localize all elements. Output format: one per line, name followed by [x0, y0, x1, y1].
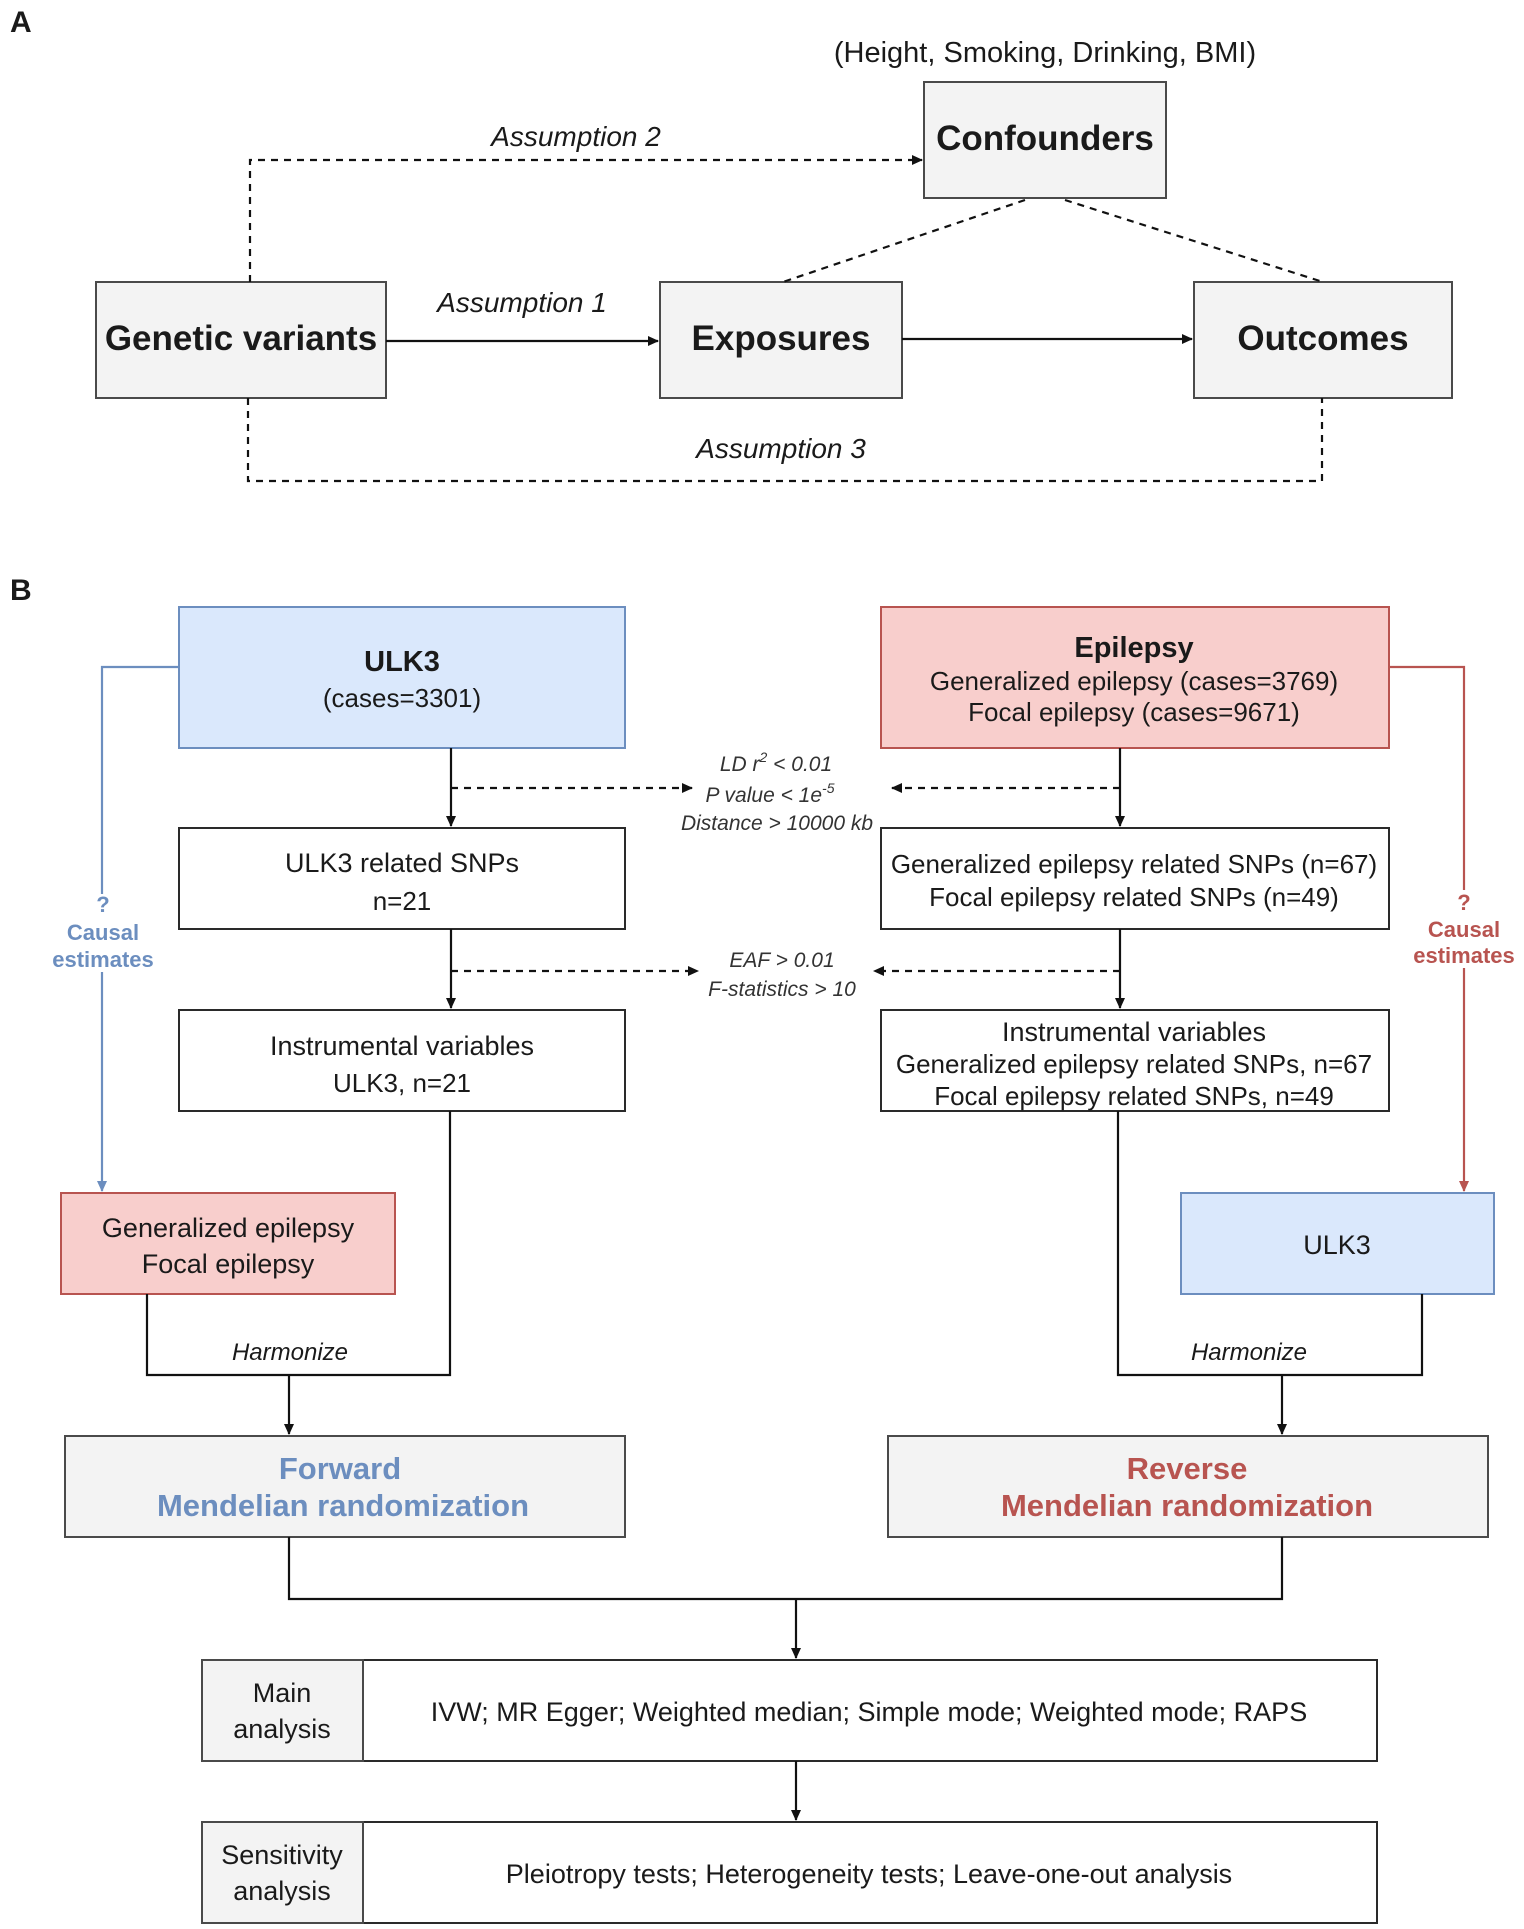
- forward-mr-line2: Mendelian randomization: [157, 1488, 529, 1523]
- epilepsy-iv-box: [880, 1009, 1390, 1112]
- harmonize-right-label: Harmonize: [1191, 1339, 1307, 1366]
- forward-mr-line1: Forward: [279, 1451, 401, 1486]
- eaf-threshold: EAF > 0.01: [729, 949, 834, 972]
- causal-right-question: ?: [1457, 890, 1470, 915]
- sensitivity-analysis-label-line1: Sensitivity: [221, 1840, 343, 1870]
- assumption-1-label: Assumption 1: [435, 287, 607, 318]
- epilepsy-exposure-box: [880, 606, 1390, 749]
- main-analysis-label-line2: analysis: [233, 1714, 331, 1744]
- ulk3-snps-box: [178, 827, 626, 930]
- focal-iv-count: Focal epilepsy related SNPs, n=49: [934, 1081, 1334, 1111]
- causal-left-question: ?: [96, 892, 109, 917]
- causal-right-line1: Causal: [1428, 917, 1500, 942]
- exposures-box: [659, 281, 903, 399]
- ulk3-iv-count: ULK3, n=21: [333, 1068, 471, 1098]
- main-analysis-label-line1: Main: [253, 1678, 312, 1708]
- f-statistic-threshold: F-statistics > 10: [708, 978, 856, 1001]
- outcomes-label: Outcomes: [1237, 319, 1408, 358]
- forward-causal-path: [97, 665, 179, 1192]
- causal-right-line2: estimates: [1413, 943, 1515, 968]
- generalized-iv-count: Generalized epilepsy related SNPs, n=67: [896, 1049, 1372, 1079]
- reverse-mr-line2: Mendelian randomization: [1001, 1488, 1373, 1523]
- outcomes-box: [1193, 281, 1453, 399]
- assumption-2-arrow: [248, 155, 923, 282]
- ulk3-outcome-label: ULK3: [1303, 1230, 1371, 1260]
- ld-threshold: LD r2 < 0.01: [720, 749, 832, 776]
- generalized-epilepsy-outcome: Generalized epilepsy: [102, 1213, 355, 1243]
- ulk3-snps-count: n=21: [373, 886, 432, 916]
- focal-epilepsy-cases: Focal epilepsy (cases=9671): [968, 697, 1300, 727]
- reverse-mr-box: [887, 1435, 1489, 1538]
- assumption-2-label: Assumption 2: [489, 121, 661, 152]
- confounders-box: [923, 81, 1167, 199]
- generalized-snps-label: Generalized epilepsy related SNPs (n=67): [891, 849, 1377, 879]
- causal-left-line2: estimates: [52, 947, 154, 972]
- epilepsy-outcome-box: [60, 1192, 396, 1295]
- assumption-3-link: [246, 398, 1324, 483]
- panel-a-label: A: [10, 6, 32, 39]
- confounders-note: (Height, Smoking, Drinking, BMI): [834, 37, 1256, 69]
- focal-snps-label: Focal epilepsy related SNPs (n=49): [929, 882, 1339, 912]
- ulk3-exposure-title: ULK3: [364, 646, 440, 678]
- confounder-outcome-link: [1064, 198, 1324, 284]
- confounder-exposure-link: [782, 198, 1026, 284]
- main-analysis-label-cell: [201, 1659, 364, 1762]
- causal-left-line1: Causal: [67, 920, 139, 945]
- panel-b-label: B: [10, 574, 32, 607]
- main-analysis-methods: IVW; MR Egger; Weighted median; Simple m…: [431, 1697, 1307, 1727]
- ulk3-snps-label: ULK3 related SNPs: [285, 848, 519, 878]
- reverse-causal-path: [1389, 665, 1469, 1192]
- genetic-variants-label: Genetic variants: [105, 319, 377, 358]
- sensitivity-analysis-box: [201, 1821, 1378, 1924]
- epilepsy-snps-box: [880, 827, 1390, 930]
- causal-right-bg: [1400, 890, 1524, 968]
- harmonize-right-connector: [1116, 1111, 1424, 1377]
- ulk3-exposure-cases: (cases=3301): [323, 683, 481, 713]
- ulk3-iv-box: [178, 1009, 626, 1112]
- ulk3-iv-title: Instrumental variables: [270, 1031, 534, 1061]
- sensitivity-analysis-methods: Pleiotropy tests; Heterogeneity tests; L…: [506, 1859, 1232, 1889]
- epilepsy-iv-title: Instrumental variables: [1002, 1017, 1266, 1047]
- causal-left-bg: [38, 894, 164, 972]
- epilepsy-exposure-title: Epilepsy: [1074, 632, 1193, 664]
- focal-epilepsy-outcome: Focal epilepsy: [142, 1249, 315, 1279]
- harmonize-left-label: Harmonize: [232, 1339, 348, 1366]
- main-analysis-box: [201, 1659, 1378, 1762]
- distance-threshold: Distance > 10000 kb: [681, 812, 873, 835]
- merge-connector: [287, 1537, 1284, 1601]
- generalized-epilepsy-cases: Generalized epilepsy (cases=3769): [930, 666, 1338, 696]
- harmonize-left-connector: [145, 1111, 452, 1377]
- reverse-mr-line1: Reverse: [1127, 1451, 1248, 1486]
- p-value-threshold: P value < 1e-5: [705, 780, 834, 807]
- ulk3-exposure-box: [178, 606, 626, 749]
- assumption-3-label: Assumption 3: [694, 433, 866, 464]
- genetic-variants-box: [95, 281, 387, 399]
- ulk3-outcome-box: [1180, 1192, 1495, 1295]
- exposures-label: Exposures: [692, 319, 871, 358]
- confounders-label: Confounders: [936, 119, 1154, 158]
- sensitivity-analysis-label-cell: [201, 1821, 364, 1924]
- sensitivity-analysis-label-line2: analysis: [233, 1876, 331, 1906]
- forward-mr-box: [64, 1435, 626, 1538]
